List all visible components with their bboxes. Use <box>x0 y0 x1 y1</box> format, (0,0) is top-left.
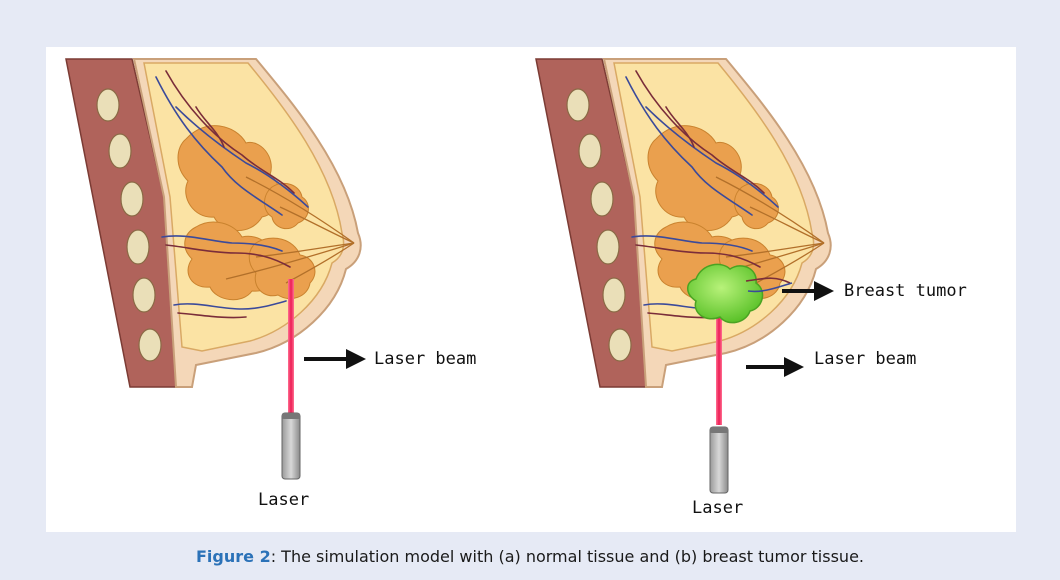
figure-label: Figure 2 <box>196 547 271 566</box>
label-breast-tumor: Breast tumor <box>844 281 967 301</box>
laser-beam-a <box>288 279 294 413</box>
label-laser-beam-a: Laser beam <box>374 349 476 369</box>
breast-diagram-normal <box>66 59 361 387</box>
label-laser-a: Laser <box>258 490 309 510</box>
label-laser-b: Laser <box>692 498 743 518</box>
laser-beam-b <box>716 309 722 425</box>
laser-device-b <box>710 427 728 493</box>
figure-panel: Laser beam Laser Breast tumor La <box>46 47 1016 532</box>
figure-illustration: Laser beam Laser Breast tumor La <box>46 47 1016 532</box>
figure-caption: Figure 2: The simulation model with (a) … <box>0 547 1060 566</box>
arrow-laser-beam-b <box>746 357 804 377</box>
label-laser-beam-b: Laser beam <box>814 349 916 369</box>
caption-text: : The simulation model with (a) normal t… <box>271 547 864 566</box>
arrow-laser-beam-a <box>304 349 366 369</box>
breast-diagram-tumor <box>536 59 831 387</box>
laser-device-a <box>282 413 300 479</box>
